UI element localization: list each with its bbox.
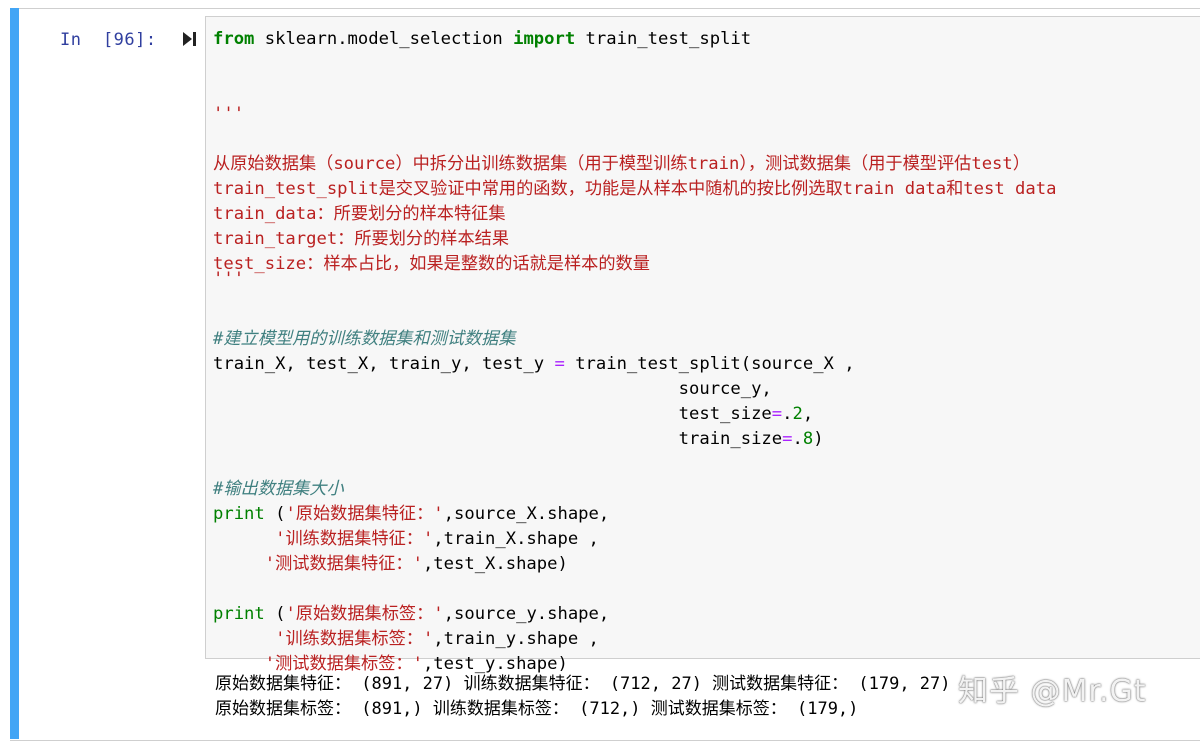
blank-line [213, 127, 1056, 152]
code-text [213, 654, 265, 674]
code-text: train_test_split(source_X , [564, 354, 855, 374]
comment-line: #建立模型用的训练数据集和测试数据集 [213, 329, 516, 349]
blank-line [213, 452, 1056, 477]
blank-line [213, 52, 1056, 77]
code-text: train_size [213, 429, 783, 449]
code-line: test_size=.2, [213, 402, 1056, 427]
docstring-line: ''' [213, 104, 245, 124]
code-text: train_test_split [575, 29, 752, 49]
string-literal: '训练数据集特征：' [275, 529, 434, 549]
blank-line [213, 292, 1056, 327]
code-line: '训练数据集标签：',train_y.shape , [213, 627, 1056, 652]
selected-cell-indicator [10, 8, 19, 739]
code-text [213, 629, 275, 649]
code-line: '测试数据集标签：',test_y.shape) [213, 652, 1056, 677]
code-line: '训练数据集特征：',train_X.shape , [213, 527, 1056, 552]
operator: = [782, 429, 793, 449]
run-cell-icon[interactable] [182, 31, 198, 47]
keyword: from [213, 29, 255, 49]
code-text: ,source_y.shape, [443, 604, 610, 624]
builtin-function: print [213, 604, 265, 624]
docstring-line: test_size：样本占比，如果是整数的话就是样本的数量 [213, 254, 650, 274]
code-line: '测试数据集特征：',test_X.shape) [213, 552, 1056, 577]
code-text: ) [813, 429, 824, 449]
code-text: train_X, test_X, train_y, test_y [213, 354, 555, 374]
string-literal: '原始数据集标签：' [285, 604, 444, 624]
code-line: from sklearn.model_selection import trai… [213, 27, 1056, 52]
blank-line [213, 77, 1056, 102]
blank-line [213, 577, 1056, 602]
code-text: . [782, 404, 793, 424]
code-text: ,test_X.shape) [422, 554, 568, 574]
code-text: , [802, 404, 814, 424]
number: 2 [792, 404, 803, 424]
code-text: ( [264, 504, 286, 524]
output-line: 原始数据集特征： (891, 27) 训练数据集特征： (712, 27) 测试… [215, 674, 951, 694]
output-line: 原始数据集标签： (891,) 训练数据集标签： (712,) 测试数据集标签：… [215, 699, 859, 719]
docstring-line: train_data：所要划分的样本特征集 [213, 204, 506, 224]
code-line: source_y, [213, 379, 772, 399]
docstring-line: 从原始数据集（source）中拆分出训练数据集（用于模型训练train），测试数… [213, 154, 1030, 174]
docstring-line: train_target：所要划分的样本结果 [213, 229, 510, 249]
code-text [213, 554, 265, 574]
code-line: print ('原始数据集标签：',source_y.shape, [213, 602, 1056, 627]
operator: = [554, 354, 565, 374]
number: 8 [802, 429, 814, 449]
code-text: ,test_y.shape) [422, 654, 568, 674]
docstring-line: ''' [213, 269, 245, 289]
code-line: print ('原始数据集特征：',source_X.shape, [213, 502, 1056, 527]
keyword: import [513, 29, 576, 49]
string-literal: '测试数据集标签：' [264, 654, 423, 674]
code-text [213, 529, 275, 549]
watermark: 知乎 @Mr.Gt [958, 674, 1147, 709]
code-line: train_X, test_X, train_y, test_y = train… [213, 352, 1056, 377]
code-line: train_size=.8) [213, 427, 1056, 452]
input-prompt: In [96]: [60, 30, 157, 50]
string-literal: '原始数据集特征：' [285, 504, 444, 524]
code-text: ,train_X.shape , [433, 529, 599, 549]
code-text: test_size [213, 404, 772, 424]
code-text: . [792, 429, 803, 449]
code-text: ( [264, 604, 286, 624]
code-text: sklearn.model_selection [254, 29, 514, 49]
code-content[interactable]: from sklearn.model_selection import trai… [213, 27, 1056, 677]
operator: = [771, 404, 783, 424]
builtin-function: print [213, 504, 265, 524]
code-text: ,source_X.shape, [443, 504, 610, 524]
code-editor[interactable] [205, 16, 1200, 659]
comment-line: #输出数据集大小 [213, 479, 344, 499]
code-cell[interactable] [10, 8, 1200, 741]
docstring-line: train_test_split是交叉验证中常用的函数，功能是从样本中随机的按比… [213, 179, 1057, 199]
cell-output: 原始数据集特征： (891, 27) 训练数据集特征： (712, 27) 测试… [215, 672, 951, 722]
string-literal: '训练数据集标签：' [275, 629, 434, 649]
string-literal: '测试数据集特征：' [264, 554, 423, 574]
code-text: ,train_y.shape , [433, 629, 599, 649]
